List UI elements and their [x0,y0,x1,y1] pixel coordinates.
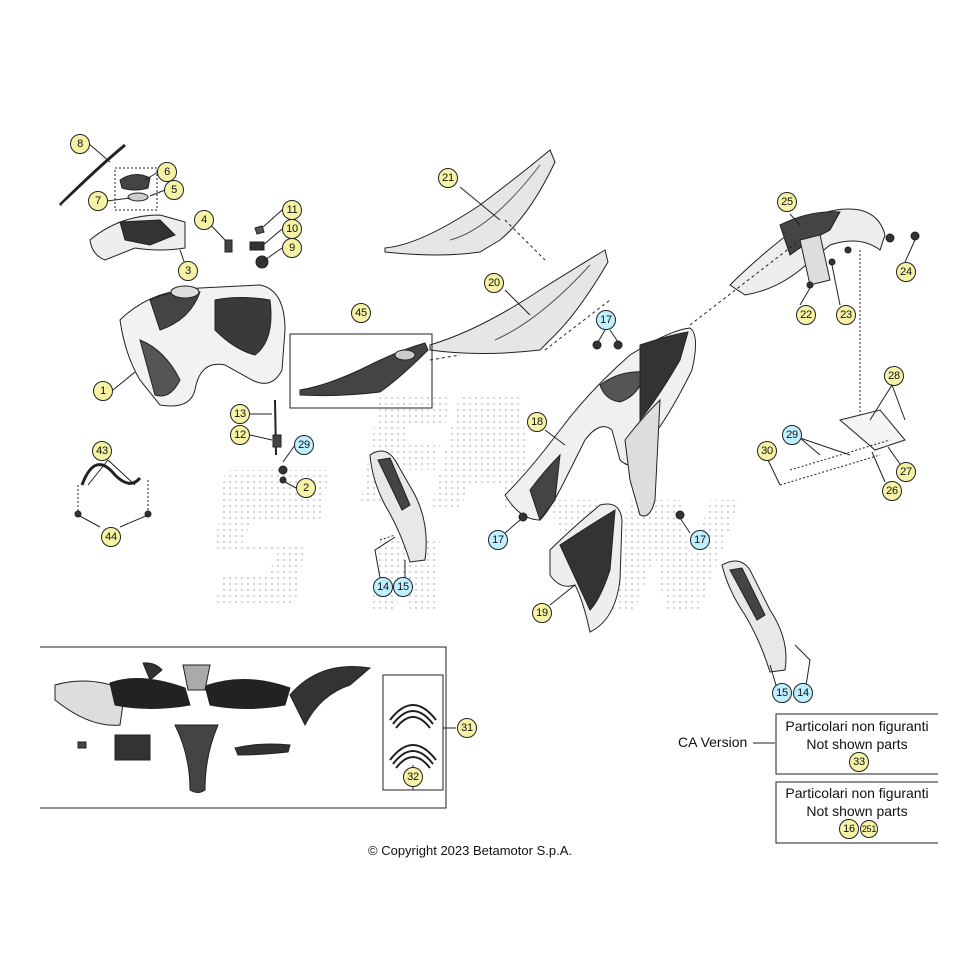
callout-5[interactable]: 5 [164,180,184,200]
callout-17-top[interactable]: 17 [596,310,616,330]
callout-2[interactable]: 2 [296,478,316,498]
callout-251[interactable]: 251 [860,820,878,838]
callout-28[interactable]: 28 [884,366,904,386]
callout-30[interactable]: 30 [757,441,777,461]
callout-13[interactable]: 13 [230,404,250,424]
callout-26[interactable]: 26 [882,481,902,501]
callout-23[interactable]: 23 [836,305,856,325]
watermark-logo [215,395,740,610]
callout-9[interactable]: 9 [282,238,302,258]
callout-1[interactable]: 1 [93,381,113,401]
not-shown-parts-en: Not shown parts [806,736,908,752]
callout-21[interactable]: 21 [438,168,458,188]
callout-31[interactable]: 31 [457,718,477,738]
copyright-notice: © Copyright 2023 Betamotor S.p.A. [368,843,572,858]
callout-45[interactable]: 45 [351,303,371,323]
callout-6[interactable]: 6 [157,162,177,182]
seat-20 [429,249,609,354]
not-shown-parts-box-ca: Particolari non figuranti Not shown part… [776,717,938,753]
callout-19[interactable]: 19 [532,603,552,623]
callout-25[interactable]: 25 [777,192,797,212]
callout-10[interactable]: 10 [282,219,302,239]
callout-7[interactable]: 7 [88,191,108,211]
ca-version-label: CA Version [678,734,748,750]
callout-17-left[interactable]: 17 [488,530,508,550]
callout-14-left[interactable]: 14 [373,577,393,597]
callout-15-left[interactable]: 15 [393,577,413,597]
callout-33[interactable]: 33 [849,752,869,772]
callout-18[interactable]: 18 [527,412,547,432]
callout-8[interactable]: 8 [70,134,90,154]
callout-43[interactable]: 43 [92,441,112,461]
callout-3[interactable]: 3 [178,261,198,281]
not-shown-parts-box: Particolari non figuranti Not shown part… [776,784,938,820]
callout-32[interactable]: 32 [403,767,423,787]
callout-22[interactable]: 22 [796,305,816,325]
callout-20[interactable]: 20 [484,273,504,293]
callout-24[interactable]: 24 [896,262,916,282]
callout-11[interactable]: 11 [282,200,302,220]
callout-27[interactable]: 27 [896,462,916,482]
callout-4[interactable]: 4 [194,210,214,230]
not-shown-parts-it: Particolari non figuranti [785,718,929,734]
not-shown-parts-en-2: Not shown parts [806,803,908,819]
callout-14-right[interactable]: 14 [793,683,813,703]
callout-29-left[interactable]: 29 [294,435,314,455]
callout-29-right[interactable]: 29 [782,425,802,445]
callout-44[interactable]: 44 [101,527,121,547]
callout-16[interactable]: 16 [839,819,859,839]
not-shown-parts-it-2: Particolari non figuranti [785,785,929,801]
callout-12[interactable]: 12 [230,425,250,445]
callout-17-right[interactable]: 17 [690,530,710,550]
seat-21 [384,149,556,256]
callout-15-right[interactable]: 15 [772,683,792,703]
